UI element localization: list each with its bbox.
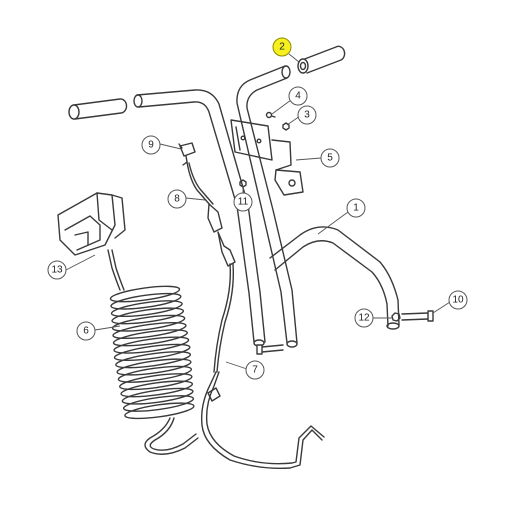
coiled-cord (107, 249, 199, 455)
mounting-bracket (230, 119, 304, 196)
callout-5[interactable]: 5 (320, 148, 340, 168)
callouts: 1 2 3 4 5 6 7 8 9 10 11 12 13 (47, 37, 468, 380)
svg-text:2: 2 (279, 42, 285, 53)
nut-11 (239, 179, 247, 188)
cord-coil-loop (109, 285, 181, 303)
cord-coil-loop (116, 358, 192, 376)
svg-text:11: 11 (238, 197, 249, 208)
svg-text:8: 8 (174, 194, 180, 205)
callout-8[interactable]: 8 (167, 189, 187, 209)
svg-text:6: 6 (83, 326, 89, 337)
callout-13[interactable]: 13 (47, 260, 67, 280)
screw-and-nut (265, 111, 290, 131)
cord-coil-loop (112, 329, 188, 347)
svg-text:1: 1 (353, 203, 359, 214)
hand-grip-left (68, 98, 128, 120)
svg-text:3: 3 (304, 110, 310, 121)
callout-4[interactable]: 4 (288, 86, 308, 106)
hand-grip-right (297, 45, 346, 74)
cord-coil-loop (115, 351, 192, 369)
wire-harness (186, 161, 236, 373)
callout-12[interactable]: 12 (354, 308, 374, 328)
cord-coil-loop (121, 387, 194, 405)
svg-text:12: 12 (358, 313, 370, 324)
cord-coil-loop (120, 380, 194, 398)
callout-6[interactable]: 6 (76, 321, 96, 341)
callout-1[interactable]: 1 (346, 198, 366, 218)
svg-text:7: 7 (252, 365, 258, 376)
cord-coil-loop (117, 365, 193, 383)
cord-coil-loop (124, 402, 195, 420)
cord-coil-loop (112, 321, 187, 340)
callout-3[interactable]: 3 (297, 105, 317, 125)
svg-text:13: 13 (51, 265, 63, 276)
callout-11[interactable]: 11 (233, 192, 253, 212)
leader-lines (65, 53, 451, 370)
cord-coil-loop (113, 336, 190, 354)
svg-text:9: 9 (148, 140, 154, 151)
svg-text:5: 5 (327, 153, 333, 164)
cord-coil-loop (110, 300, 183, 318)
callout-2[interactable]: 2 (272, 37, 292, 57)
cord-housing (57, 192, 126, 256)
bolt-and-nut (391, 310, 434, 322)
cord-coil-loop (113, 343, 191, 362)
svg-text:10: 10 (452, 295, 464, 306)
cord-coil-loop (111, 307, 185, 325)
lower-bolt (256, 344, 284, 355)
callout-10[interactable]: 10 (448, 290, 468, 310)
extension-cable (200, 371, 325, 470)
cord-coil-loop (111, 314, 186, 332)
callout-9[interactable]: 9 (141, 135, 161, 155)
callout-7[interactable]: 7 (245, 360, 265, 380)
cord-coil-loop (119, 373, 193, 391)
cord-coil-loop (122, 395, 195, 412)
cord-coil-loop (110, 292, 182, 310)
svg-text:4: 4 (295, 91, 301, 102)
